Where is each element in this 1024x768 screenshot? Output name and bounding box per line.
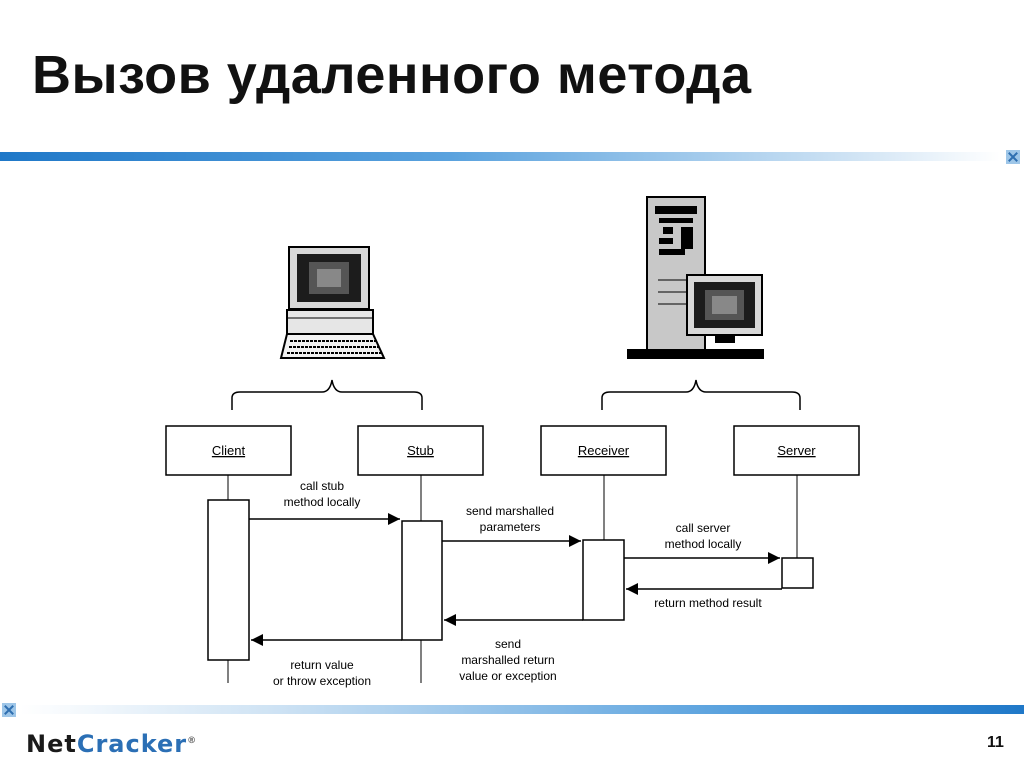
message-label: value or exception: [459, 669, 556, 683]
netcracker-logo: NetCracker®: [26, 730, 198, 758]
participant-client: Client: [165, 425, 292, 476]
stub-activation-bar: [401, 520, 443, 641]
message-label: parameters: [480, 520, 541, 534]
server-activation-bar: [781, 557, 814, 589]
server-side-brace: [601, 379, 801, 410]
participant-receiver: Receiver: [540, 425, 667, 476]
bottom-divider-bar: [20, 705, 1024, 714]
corner-x-icon: [1006, 150, 1020, 164]
message-label: send: [495, 637, 521, 651]
message-label: method locally: [665, 537, 742, 551]
receiver-activation-bar: [582, 539, 625, 621]
message-label: call server: [676, 521, 731, 535]
message-label: method locally: [284, 495, 361, 509]
participant-stub: Stub: [357, 425, 484, 476]
message-label: marshalled return: [461, 653, 554, 667]
participant-label: Server: [777, 443, 816, 458]
corner-x-icon: [2, 703, 16, 717]
participant-label: Receiver: [578, 443, 630, 458]
message-label: or throw exception: [273, 674, 371, 688]
participant-label: Stub: [407, 443, 434, 458]
page-number: 11: [987, 734, 1004, 751]
participant-label: Client: [212, 443, 246, 458]
top-divider-bar: [0, 152, 1000, 161]
message-label: send marshalled: [466, 504, 554, 518]
message-label: return value: [290, 658, 354, 672]
message-label: return method result: [654, 596, 762, 610]
client-activation-bar: [207, 499, 250, 661]
message-label: call stub: [300, 479, 344, 493]
server-computer-icon: [627, 196, 764, 359]
client-computer-icon: [279, 246, 386, 359]
slide-title: Вызов удаленного метода: [32, 45, 752, 105]
participant-server: Server: [733, 425, 860, 476]
client-side-brace: [231, 379, 423, 410]
